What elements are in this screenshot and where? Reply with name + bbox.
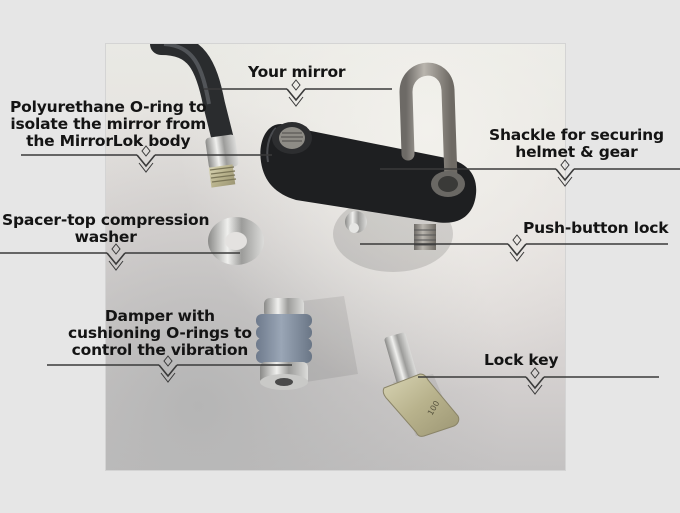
label-polyurethane-o-ring: Polyurethane O-ring to isolate the mirro… bbox=[10, 98, 207, 150]
label-shackle: Shackle for securing helmet & gear bbox=[489, 126, 664, 161]
spacer-washer bbox=[208, 217, 264, 265]
damper bbox=[256, 296, 358, 390]
label-push-button-lock: Push-button lock bbox=[523, 219, 669, 237]
product-photo: 100 bbox=[106, 44, 565, 470]
mirror-stem bbox=[150, 44, 239, 188]
lock-key: 100 bbox=[382, 332, 460, 437]
label-spacer-washer: Spacer-top compression washer bbox=[2, 211, 210, 246]
label-damper: Damper with cushioning O-rings to contro… bbox=[68, 307, 252, 359]
label-your-mirror: Your mirror bbox=[248, 63, 346, 81]
lock-body bbox=[260, 62, 477, 272]
label-lock-key: Lock key bbox=[484, 351, 559, 369]
